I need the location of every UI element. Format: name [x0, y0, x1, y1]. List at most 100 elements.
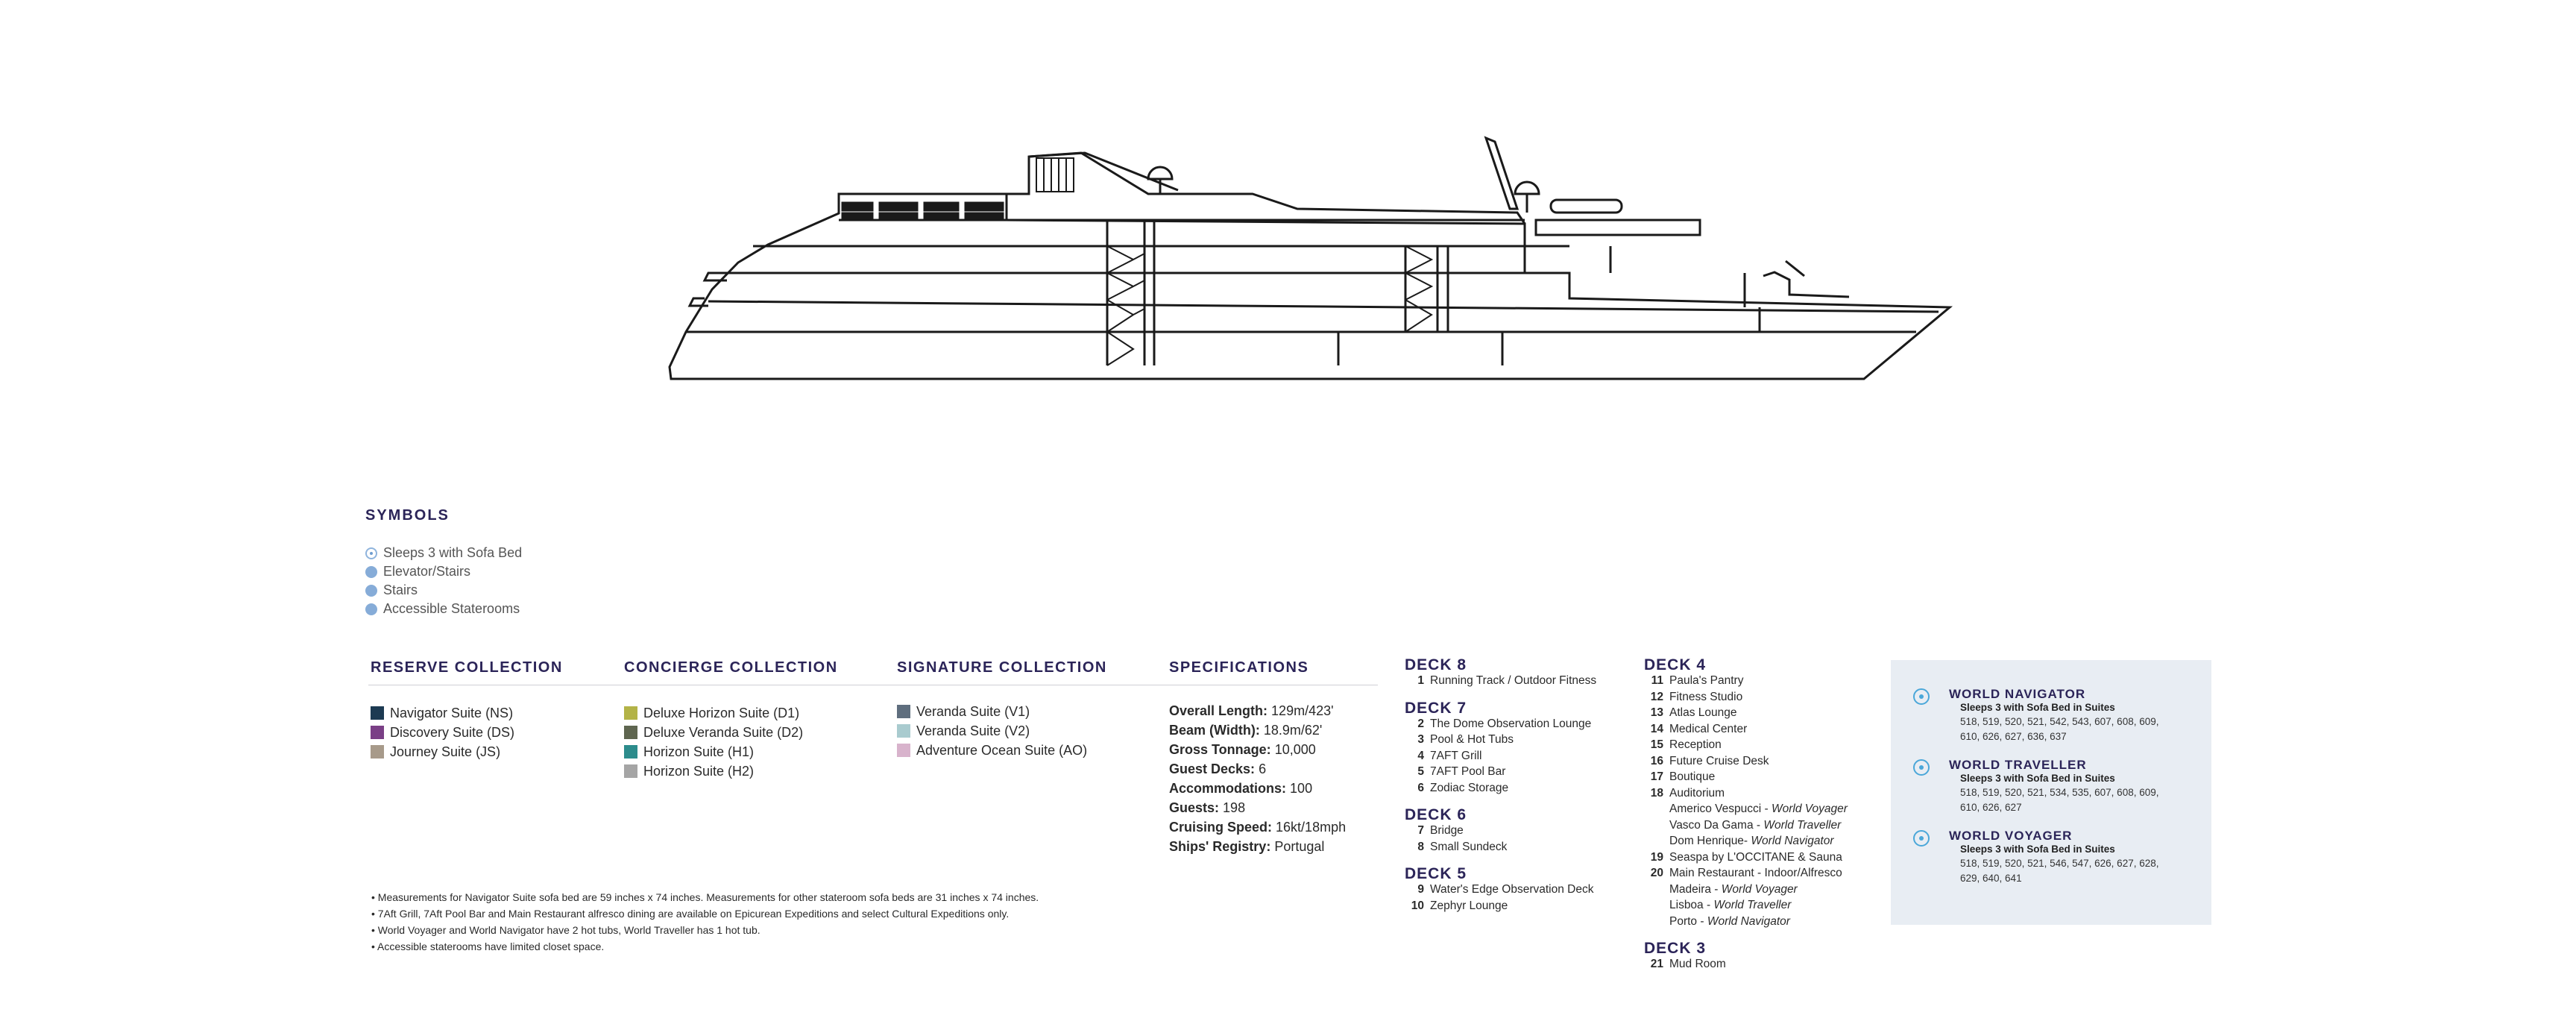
deck-item-number: 12: [1650, 690, 1663, 703]
color-swatch: [624, 726, 637, 739]
ship-subtitle: Sleeps 3 with Sofa Bed in Suites: [1960, 844, 2115, 855]
symbols-legend: SYMBOLS Sleeps 3 with Sofa Bed Elevator/…: [365, 507, 522, 618]
deck-item-label: Atlas Lounge: [1669, 706, 1737, 719]
deck-item: Lisboa - World Traveller: [1644, 899, 1848, 915]
spec-value: 198: [1223, 800, 1246, 815]
deck-item-label: Zodiac Storage: [1430, 781, 1509, 794]
spec-value: 18.9m/62': [1263, 723, 1323, 738]
deck-title: DECK 4: [1644, 656, 1707, 673]
ship-room-numbers: 518, 519, 520, 521, 546, 547, 626, 627, …: [1960, 858, 2159, 884]
spec-label: Gross Tonnage:: [1169, 742, 1271, 757]
deck-item-label: Fitness Studio: [1669, 690, 1743, 703]
deck-item-label: Water's Edge Observation Deck: [1430, 883, 1594, 896]
legend-label: Adventure Ocean Suite (AO): [916, 742, 1088, 758]
spec-row: Cruising Speed: 16kt/18mph: [1169, 820, 1346, 839]
specifications-title: SPECIFICATIONS: [1169, 659, 1309, 676]
deck-item-number: 17: [1650, 770, 1663, 783]
ship-name-italic: World Navigator: [1707, 914, 1790, 928]
deck-title: DECK 6: [1405, 806, 1467, 823]
symbol-sofa-bed: Sleeps 3 with Sofa Bed: [365, 544, 522, 562]
deck-item-number: 9: [1417, 883, 1424, 896]
color-swatch: [371, 706, 384, 720]
ship-name-italic: World Voyager: [1721, 882, 1798, 896]
symbol-elevator: Elevator/Stairs: [365, 562, 522, 581]
deck-item-number: 21: [1650, 958, 1663, 970]
spec-label: Overall Length:: [1169, 703, 1268, 718]
ship-room-numbers: 518, 519, 520, 521, 534, 535, 607, 608, …: [1960, 787, 2159, 813]
ship-room-numbers: 518, 519, 520, 521, 542, 543, 607, 608, …: [1960, 716, 2159, 742]
reserve-title: RESERVE COLLECTION: [371, 659, 563, 676]
deck-item-number: 11: [1651, 674, 1663, 687]
deck-item: 6 Zodiac Storage: [1405, 782, 1596, 798]
sofa-bed-icon: [365, 547, 377, 559]
deck-title: DECK 8: [1405, 656, 1467, 673]
deck-item: Dom Henrique- World Navigator: [1644, 835, 1848, 851]
legend-item: Discovery Suite (DS): [371, 723, 563, 742]
ship-subtitle: Sleeps 3 with Sofa Bed in Suites: [1960, 702, 2115, 713]
ship-name: WORLD NAVIGATOR: [1949, 687, 2086, 701]
spec-label: Guest Decks:: [1169, 761, 1256, 776]
deck-item-number: 18: [1650, 786, 1663, 800]
spec-value: 100: [1290, 781, 1313, 796]
deck-item-number: 5: [1417, 765, 1424, 778]
deck-item: Porto - World Navigator: [1644, 915, 1848, 932]
deck-item: 18 Auditorium: [1644, 787, 1848, 803]
legend-label: Veranda Suite (V1): [916, 703, 1030, 719]
deck-item-label: Future Cruise Desk: [1669, 754, 1769, 767]
legend-label: Deluxe Veranda Suite (D2): [643, 724, 804, 740]
spec-row: Guests: 198: [1169, 800, 1346, 820]
sofa-bed-icon: [1913, 830, 1930, 847]
deck-item-number: 6: [1417, 781, 1424, 794]
spec-row: Gross Tonnage: 10,000: [1169, 742, 1346, 761]
deck-item-label: 7AFT Pool Bar: [1430, 765, 1506, 778]
legend-item: Veranda Suite (V2): [897, 721, 1107, 741]
deck-item-label: Reception: [1669, 738, 1722, 751]
footnote: • Accessible staterooms have limited clo…: [371, 940, 605, 952]
legend-label: Journey Suite (JS): [390, 744, 501, 759]
spec-label: Accommodations:: [1169, 781, 1287, 796]
deck-item: 16 Future Cruise Desk: [1644, 755, 1848, 771]
deck-title: DECK 7: [1405, 699, 1467, 717]
deck-item-number: 15: [1650, 738, 1663, 751]
spec-label: Beam (Width):: [1169, 723, 1260, 738]
spec-row: Overall Length: 129m/423': [1169, 703, 1346, 723]
deck-item-label: Dom Henrique-: [1669, 835, 1751, 847]
spec-row: Guest Decks: 6: [1169, 761, 1346, 781]
specifications: SPECIFICATIONS Overall Length: 129m/423'…: [1169, 659, 1346, 858]
legend-item: Horizon Suite (H2): [624, 761, 838, 781]
symbol-label: Elevator/Stairs: [383, 564, 471, 579]
deck-item-number: 16: [1650, 754, 1663, 767]
deck-item: 12 Fitness Studio: [1644, 691, 1848, 707]
legend-item: Deluxe Veranda Suite (D2): [624, 723, 838, 742]
symbol-accessible: Accessible Staterooms: [365, 600, 522, 618]
deck-item: 15 Reception: [1644, 738, 1848, 755]
ship-name-italic: World Navigator: [1751, 835, 1834, 847]
spec-value: 16kt/18mph: [1276, 820, 1347, 835]
deck-item-label: Auditorium: [1669, 786, 1725, 800]
deck-item-label: Small Sundeck: [1430, 840, 1508, 853]
color-swatch: [897, 705, 910, 718]
deck-item-number: 3: [1417, 733, 1424, 746]
deck-item: Madeira - World Voyager: [1644, 883, 1848, 899]
deck-item-label: Americo Vespucci -: [1669, 803, 1772, 815]
deck-item-label: Madeira -: [1669, 882, 1722, 896]
spec-row: Ships' Registry: Portugal: [1169, 839, 1346, 858]
symbols-title: SYMBOLS: [365, 507, 450, 524]
deck-item-label: Paula's Pantry: [1669, 674, 1744, 687]
deck-item-label: Main Restaurant - Indoor/Alfresco: [1669, 867, 1842, 879]
deck-item-label: Porto -: [1669, 914, 1707, 928]
